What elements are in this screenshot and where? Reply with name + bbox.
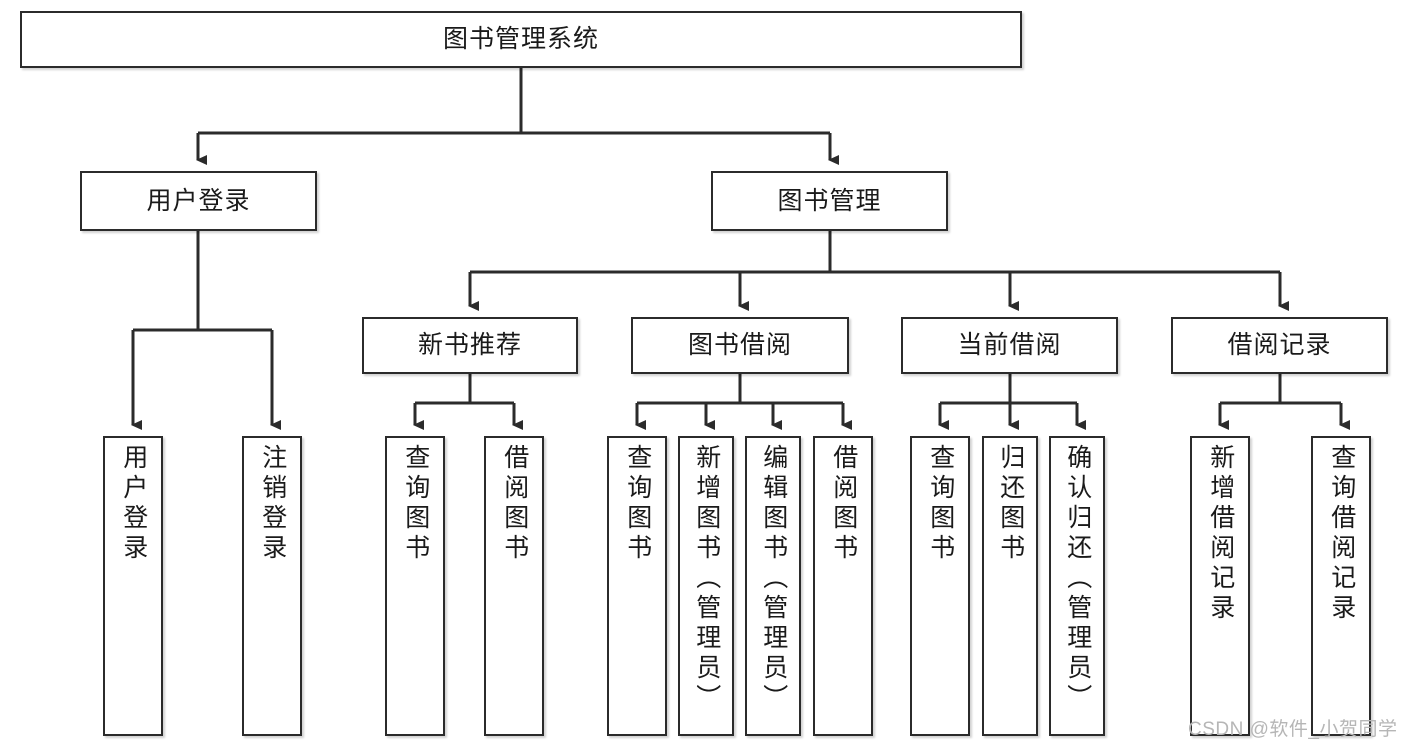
node-leaf-add-book-label: 新增图书（管理员） — [692, 444, 721, 714]
node-leaf-query-book-3-label: 查询图书 — [926, 444, 955, 564]
node-borrow-record-label: 借阅记录 — [1227, 331, 1332, 360]
node-book-borrow-label: 图书借阅 — [687, 331, 792, 360]
node-leaf-confirm-return-label: 确认归还（管理员） — [1063, 444, 1092, 714]
node-leaf-borrow-book-2[interactable]: 借阅图书 — [813, 436, 873, 736]
node-leaf-query-record-label: 查询借阅记录 — [1327, 444, 1356, 624]
node-leaf-query-record[interactable]: 查询借阅记录 — [1311, 436, 1371, 736]
node-root-label: 图书管理系统 — [442, 25, 599, 54]
node-leaf-query-book-2[interactable]: 查询图书 — [607, 436, 667, 736]
node-leaf-query-book-3[interactable]: 查询图书 — [910, 436, 970, 736]
node-leaf-borrow-book-1-label: 借阅图书 — [500, 444, 529, 564]
node-current-borrow-label: 当前借阅 — [957, 331, 1062, 360]
node-new-book-recommend[interactable]: 新书推荐 — [362, 317, 578, 374]
node-book-management-label: 图书管理 — [777, 186, 882, 215]
node-book-borrow[interactable]: 图书借阅 — [631, 317, 849, 374]
node-leaf-add-book[interactable]: 新增图书（管理员） — [678, 436, 734, 736]
node-leaf-add-record-label: 新增借阅记录 — [1206, 444, 1235, 624]
node-book-management[interactable]: 图书管理 — [711, 171, 948, 231]
node-leaf-logout-login[interactable]: 注销登录 — [242, 436, 302, 736]
node-leaf-user-login[interactable]: 用户登录 — [103, 436, 163, 736]
node-leaf-add-record[interactable]: 新增借阅记录 — [1190, 436, 1250, 736]
node-leaf-logout-login-label: 注销登录 — [258, 444, 287, 564]
node-leaf-user-login-label: 用户登录 — [119, 444, 148, 564]
node-leaf-return-book-label: 归还图书 — [996, 444, 1025, 564]
node-leaf-edit-book-label: 编辑图书（管理员） — [759, 444, 788, 714]
node-user-login[interactable]: 用户登录 — [80, 171, 317, 231]
node-user-login-label: 用户登录 — [146, 186, 251, 215]
node-leaf-query-book-1[interactable]: 查询图书 — [385, 436, 445, 736]
node-borrow-record[interactable]: 借阅记录 — [1171, 317, 1388, 374]
node-leaf-confirm-return[interactable]: 确认归还（管理员） — [1049, 436, 1105, 736]
node-leaf-return-book[interactable]: 归还图书 — [982, 436, 1038, 736]
node-leaf-query-book-1-label: 查询图书 — [401, 444, 430, 564]
node-leaf-query-book-2-label: 查询图书 — [623, 444, 652, 564]
node-new-book-recommend-label: 新书推荐 — [417, 331, 522, 360]
node-root[interactable]: 图书管理系统 — [20, 11, 1022, 68]
node-current-borrow[interactable]: 当前借阅 — [901, 317, 1118, 374]
node-leaf-borrow-book-1[interactable]: 借阅图书 — [484, 436, 544, 736]
node-leaf-borrow-book-2-label: 借阅图书 — [829, 444, 858, 564]
node-leaf-edit-book[interactable]: 编辑图书（管理员） — [745, 436, 801, 736]
